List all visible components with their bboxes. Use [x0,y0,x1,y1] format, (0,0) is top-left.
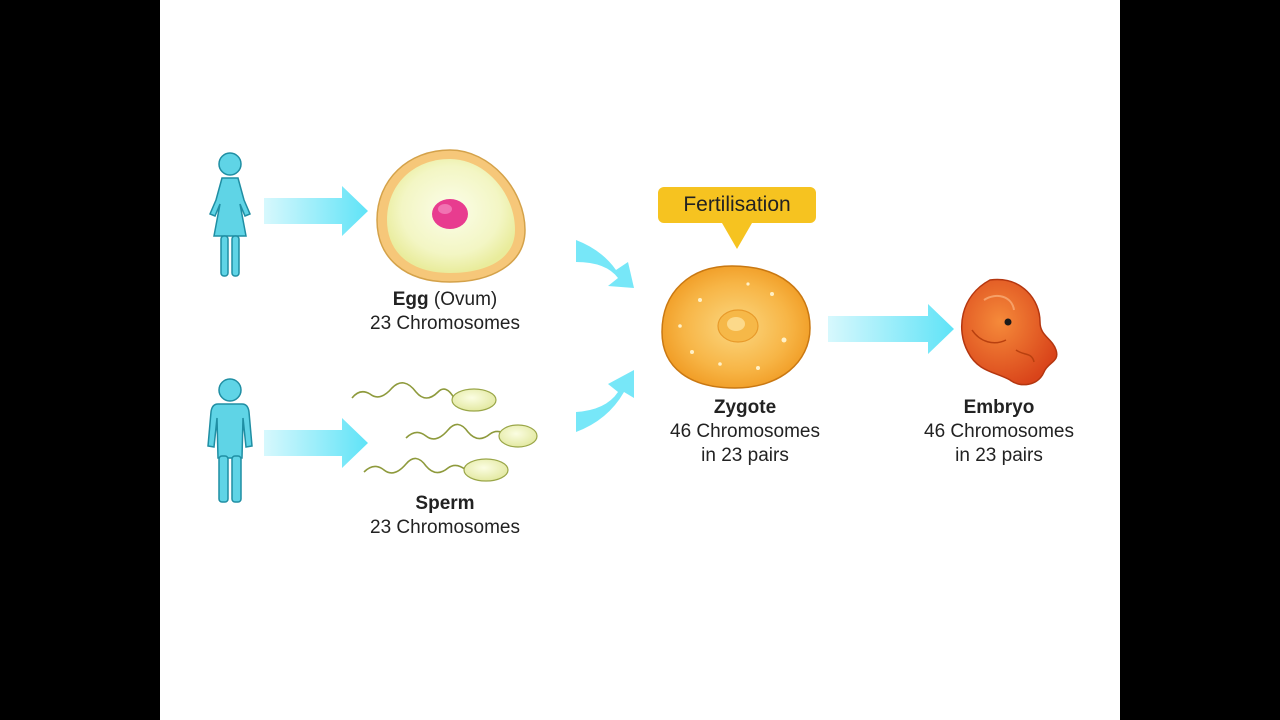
fertilisation-badge: Fertilisation [658,187,816,223]
arrow-egg-to-zygote [576,240,634,288]
zygote-cell-icon [661,265,811,389]
egg-chromosomes: 23 Chromosomes [370,313,520,334]
sperm-head [463,458,509,482]
embryo-name: Embryo [963,397,1035,418]
egg-label: Egg (Ovum) 23 Chromosomes [370,288,520,336]
diagram-canvas: Fertilisation Egg (Ovum) 23 Chromosomes … [160,0,1120,720]
fertilisation-pointer [722,223,752,249]
sperm-head [451,388,497,412]
sperm-label: Sperm 23 Chromosomes [370,492,520,540]
egg-cell-icon [376,149,526,283]
egg-alt-name: (Ovum) [433,289,498,310]
sperm-head [498,424,538,448]
male-person-icon [207,378,253,503]
female-person-icon [209,152,251,277]
arrow-male-to-sperm [264,418,368,468]
diagram-graphics [207,149,1058,503]
embryo-chromosomes: 46 Chromosomes [924,421,1074,442]
arrow-sperm-to-zygote [576,370,634,432]
sperm-name: Sperm [415,493,475,514]
sperm-cell-icon [351,382,509,474]
embryo-pairs: in 23 pairs [955,445,1043,466]
arrow-zygote-to-embryo [828,304,954,354]
zygote-chromosomes: 46 Chromosomes [670,421,820,442]
embryo-label: Embryo 46 Chromosomes in 23 pairs [924,396,1074,468]
egg-name: Egg [392,289,429,310]
zygote-name: Zygote [713,397,777,418]
sperm-chromosomes: 23 Chromosomes [370,517,520,538]
zygote-label: Zygote 46 Chromosomes in 23 pairs [670,396,820,468]
embryo-icon [961,278,1058,386]
zygote-pairs: in 23 pairs [701,445,789,466]
fertilisation-label: Fertilisation [683,193,791,216]
arrow-female-to-egg [264,186,368,236]
